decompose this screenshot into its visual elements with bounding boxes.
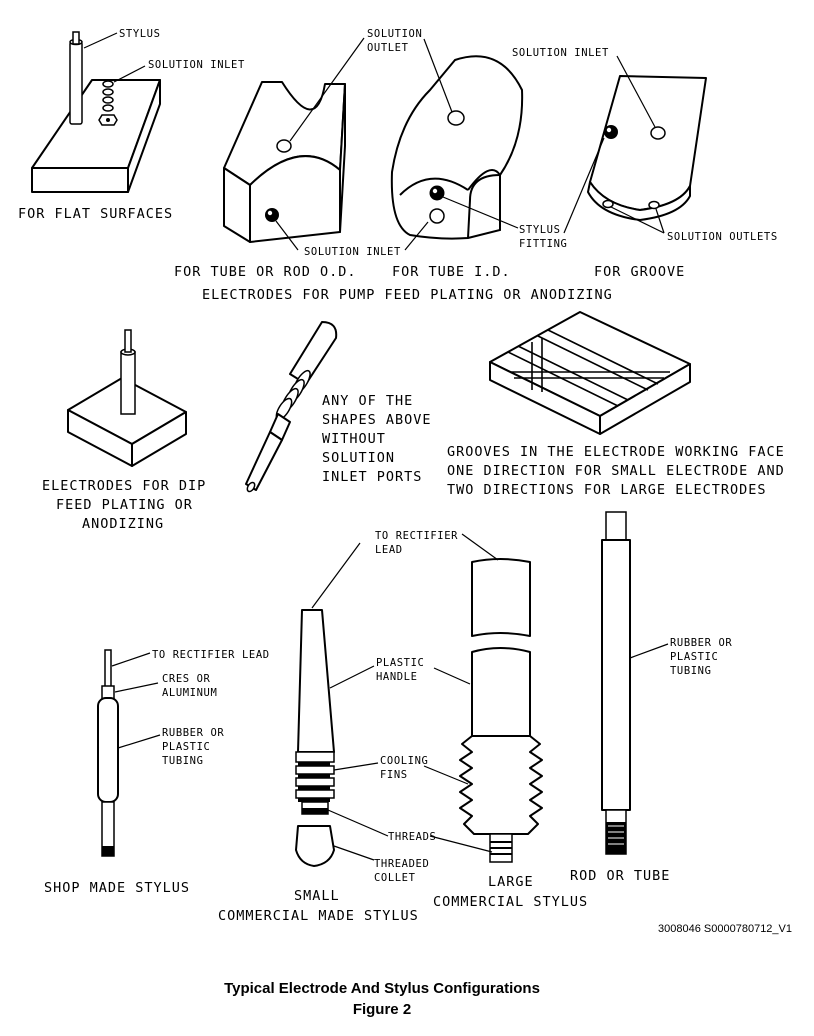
plastic-handle-label-2: HANDLE — [376, 671, 418, 683]
small-caption-1: SMALL — [294, 888, 340, 904]
pump-feed-caption: ELECTRODES FOR PUMP FEED PLATING OR ANOD… — [202, 287, 613, 303]
for-groove-caption: FOR GROOVE — [594, 264, 685, 280]
reference-code: 3008046 S0000780712_V1 — [658, 923, 792, 935]
grooved-electrode-block — [489, 311, 691, 435]
dip-feed-electrode — [67, 329, 187, 467]
dip-caption-1: ELECTRODES FOR DIP — [42, 478, 206, 494]
any-shapes-4: SOLUTION — [322, 450, 395, 466]
electrode-diagram: STYLUS SOLUTION INLET FOR FLAT SURFACES … — [18, 28, 785, 924]
small-commercial-stylus — [295, 542, 389, 867]
plastic-handle-label-1: PLASTIC — [376, 657, 424, 669]
cooling-fins-label-1: COOLING — [380, 755, 428, 767]
rubber-shop-label-2: PLASTIC — [162, 741, 210, 753]
for-tube-od-caption: FOR TUBE OR ROD O.D. — [174, 264, 357, 280]
to-rectifier-lead-small-label: TO RECTIFIER LEAD — [152, 649, 270, 661]
tube-od-electrode — [223, 37, 365, 251]
grooves-caption-1: GROOVES IN THE ELECTRODE WORKING FACE — [447, 444, 785, 460]
solution-outlet-label-2: OUTLET — [367, 42, 409, 54]
any-shapes-5: INLET PORTS — [322, 469, 422, 485]
for-flat-surfaces-caption: FOR FLAT SURFACES — [18, 206, 173, 222]
to-rectifier-label-2: LEAD — [375, 544, 403, 556]
large-caption-2: COMMERCIAL STYLUS — [433, 894, 588, 910]
stylus-fitting-label-2: FITTING — [519, 238, 567, 250]
stylus-fitting-label-1: STYLUS — [519, 224, 561, 236]
grooves-caption-3: TWO DIRECTIONS FOR LARGE ELECTRODES — [447, 482, 766, 498]
solution-inlet-bottom-label: SOLUTION INLET — [304, 246, 401, 258]
rod-or-tube — [601, 511, 669, 855]
to-rectifier-label-1: TO RECTIFIER — [375, 530, 458, 542]
rubber-rod-label-2: PLASTIC — [670, 651, 718, 663]
shop-made-stylus-caption: SHOP MADE STYLUS — [44, 880, 190, 896]
rubber-rod-label-3: TUBING — [670, 665, 712, 677]
threaded-collet-label-2: COLLET — [374, 872, 416, 884]
flat-surface-electrode — [31, 31, 161, 193]
threads-label: THREADS — [388, 831, 436, 843]
tube-id-electrode — [390, 38, 524, 251]
shop-made-stylus — [97, 649, 161, 857]
grooves-caption-2: ONE DIRECTION FOR SMALL ELECTRODE AND — [447, 463, 785, 479]
any-shapes-1: ANY OF THE — [322, 393, 413, 409]
large-commercial-stylus — [423, 533, 543, 863]
cooling-fins-label-2: FINS — [380, 769, 408, 781]
rubber-shop-label-1: RUBBER OR — [162, 727, 224, 739]
solution-inlet-flat-label: SOLUTION INLET — [148, 59, 245, 71]
diagonal-stylus — [245, 321, 338, 493]
dip-caption-2: FEED PLATING OR — [56, 497, 193, 513]
large-caption-1: LARGE — [488, 874, 534, 890]
solution-outlets-label: SOLUTION OUTLETS — [667, 231, 778, 243]
cres-label-1: CRES OR — [162, 673, 211, 685]
rod-or-tube-caption: ROD OR TUBE — [570, 868, 670, 884]
solution-outlet-label-1: SOLUTION — [367, 28, 422, 40]
small-caption-2: COMMERCIAL MADE STYLUS — [218, 908, 419, 924]
dip-caption-3: ANODIZING — [82, 516, 164, 532]
figure-number: Figure 2 — [352, 1001, 412, 1018]
figure-caption: Typical Electrode And Stylus Configurati… — [0, 978, 764, 1020]
groove-electrode — [563, 55, 707, 234]
threaded-collet-label-1: THREADED — [374, 858, 429, 870]
any-shapes-2: SHAPES ABOVE — [322, 412, 432, 428]
rubber-rod-label-1: RUBBER OR — [670, 637, 732, 649]
figure-title: Typical Electrode And Stylus Configurati… — [224, 980, 540, 997]
rubber-shop-label-3: TUBING — [162, 755, 204, 767]
cres-label-2: ALUMINUM — [162, 687, 217, 699]
for-tube-id-caption: FOR TUBE I.D. — [392, 264, 511, 280]
any-shapes-3: WITHOUT — [322, 431, 386, 447]
stylus-label: STYLUS — [119, 28, 161, 40]
solution-inlet-groove-label: SOLUTION INLET — [512, 47, 609, 59]
